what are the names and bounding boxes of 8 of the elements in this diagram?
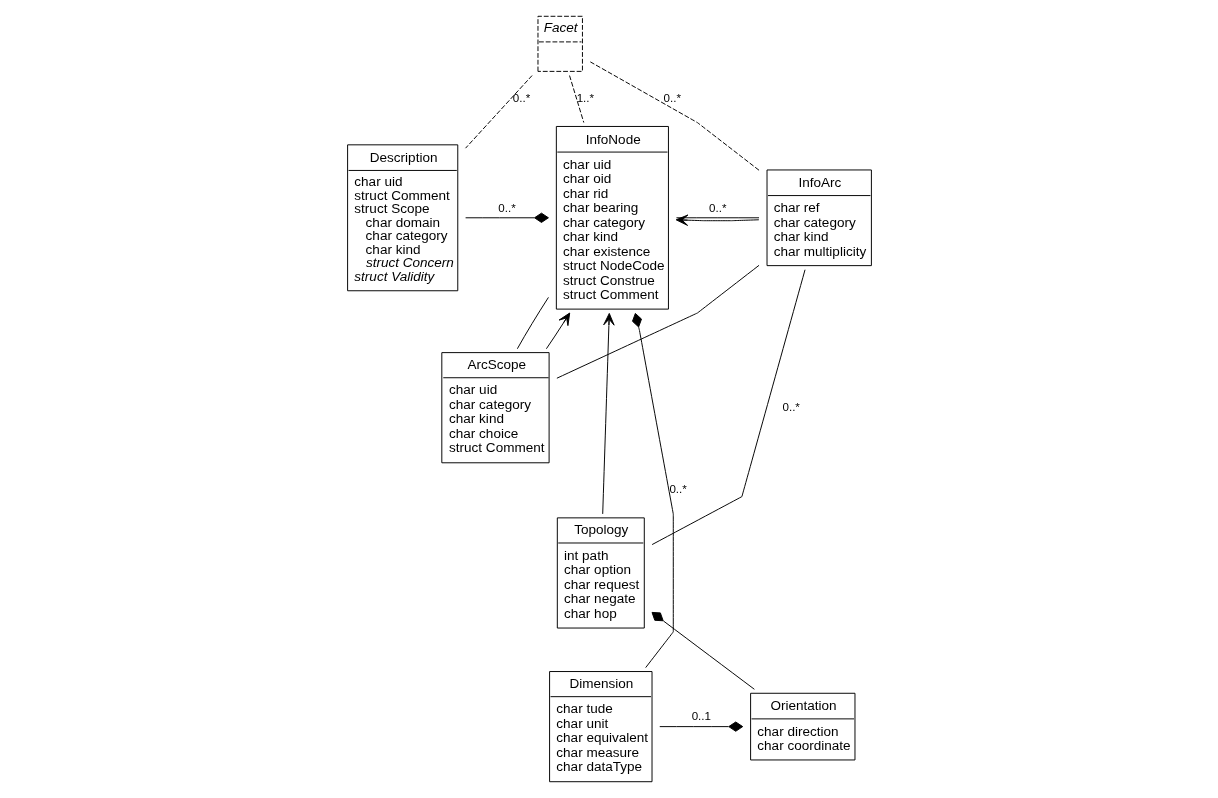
edge-label: 0..* — [497, 201, 516, 214]
edge-label: 0..* — [781, 400, 800, 413]
edge-label: 1..* — [576, 91, 594, 104]
edge-label: 0..* — [663, 91, 681, 104]
edge-label: 0..1 — [691, 710, 711, 723]
edge-label: 0..* — [512, 91, 530, 104]
edge-label: 0..* — [708, 201, 726, 214]
edge-label: 0..* — [668, 483, 687, 496]
